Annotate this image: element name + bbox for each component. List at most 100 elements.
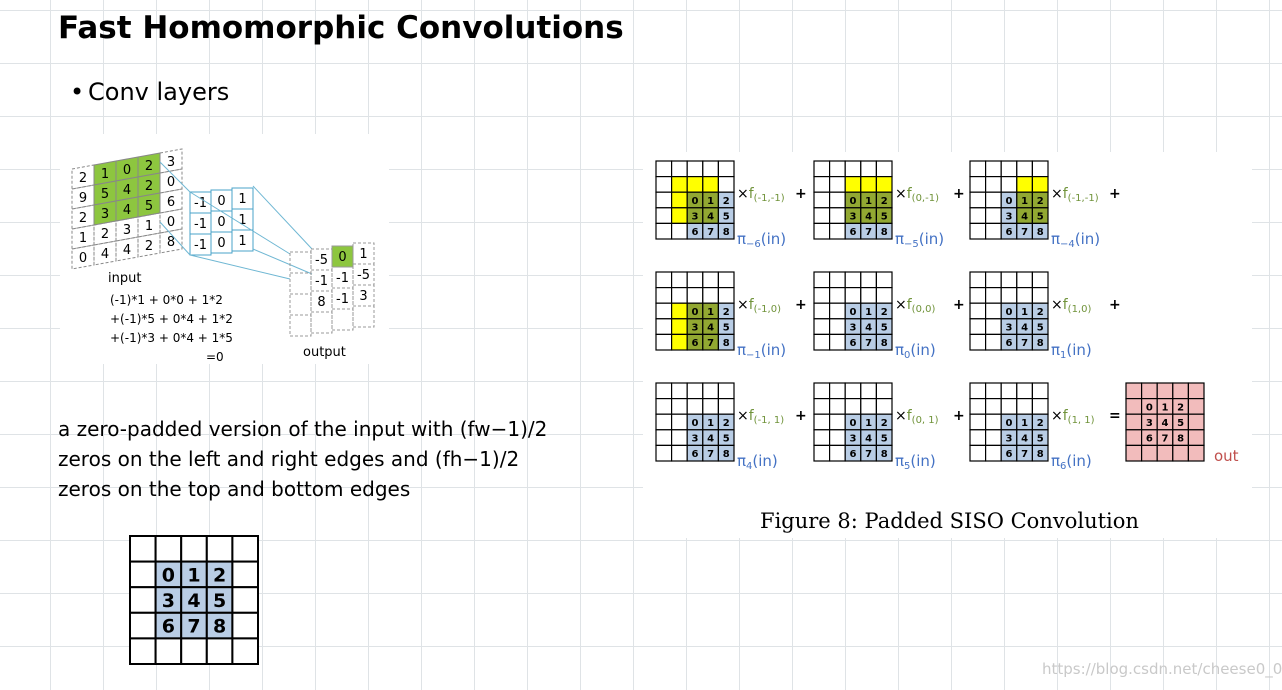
siso-digit: 8 (1037, 227, 1044, 238)
siso-pad-cell (671, 176, 688, 193)
siso-out-cell (1125, 398, 1143, 415)
siso-pad-cell (1016, 176, 1033, 193)
siso-digit: 1 (865, 307, 872, 318)
siso-data-cell (717, 222, 735, 240)
siso-pad-cell (813, 271, 831, 289)
siso-pad-cell (969, 318, 987, 336)
siso-digit: 1 (707, 196, 714, 207)
siso-pad-cell (969, 444, 987, 462)
operator-symbol: + (953, 408, 965, 424)
siso-pad-cell (655, 222, 673, 240)
siso-pad-cell (813, 413, 831, 431)
siso-pad-cell (985, 382, 1002, 400)
siso-pad-cell (813, 207, 831, 224)
filter-label: ×f(1,0) (1051, 297, 1091, 315)
siso-digit: 6 (850, 449, 857, 460)
siso-digit: 7 (707, 338, 714, 349)
input-value: 2 (79, 211, 87, 226)
siso-pad-cell (1000, 271, 1018, 289)
siso-pad-cell (717, 287, 735, 304)
siso-pad-cell (1000, 160, 1018, 178)
siso-digit: 4 (1021, 323, 1028, 334)
siso-digit: 8 (881, 449, 888, 460)
siso-pad-cell (655, 318, 673, 336)
filter-label: ×f(-1,-1) (1051, 186, 1099, 204)
input-value: 1 (145, 219, 153, 234)
output-cell (310, 311, 333, 334)
padded-grid-digit: 1 (187, 564, 200, 586)
siso-out-digit: 8 (1177, 434, 1184, 445)
siso-out-cell (1172, 382, 1189, 400)
formula-line: +(-1)*5 + 0*4 + 1*2 (110, 312, 233, 326)
siso-pad-cell (985, 271, 1002, 289)
siso-pad-cell (813, 398, 831, 415)
siso-pad-cell (1031, 382, 1049, 400)
padded-grid-digit: 0 (162, 564, 175, 586)
input-value: 5 (101, 187, 109, 202)
siso-out-cell (1125, 413, 1143, 431)
siso-pad-cell (985, 222, 1002, 240)
output-value: 8 (317, 295, 325, 310)
formula-line: (-1)*1 + 0*0 + 1*2 (110, 293, 223, 307)
siso-digit: 2 (723, 307, 730, 318)
bullet-conv-layers: •Conv layers (70, 78, 229, 106)
siso-pad-cell (1000, 287, 1018, 304)
siso-pad-cell (985, 302, 1002, 320)
input-value: 2 (145, 179, 153, 194)
output-cell (289, 314, 312, 337)
siso-pad-cell (985, 207, 1002, 224)
padded-grid-digit: 3 (162, 590, 175, 612)
siso-pad-cell (702, 382, 719, 400)
siso-pad-cell (813, 176, 831, 193)
siso-pad-cell (1016, 382, 1033, 400)
formula-line: +(-1)*3 + 0*4 + 1*5 (110, 331, 233, 345)
siso-digit: 5 (1037, 212, 1044, 223)
padded-grid-zero-cell (129, 535, 157, 563)
siso-digit: 6 (850, 227, 857, 238)
siso-out-digit: 5 (1177, 418, 1184, 429)
siso-pad-cell (1031, 160, 1049, 178)
input-value: 3 (101, 207, 109, 222)
input-value: 0 (79, 251, 87, 266)
output-value: -5 (315, 253, 328, 268)
input-value: 5 (145, 199, 153, 214)
siso-digit: 0 (850, 307, 857, 318)
kernel-value: 0 (217, 215, 225, 230)
siso-data-cell (1031, 333, 1049, 351)
siso-pad-cell (985, 444, 1002, 462)
siso-pad-cell (875, 287, 893, 304)
siso-pad-cell (860, 176, 878, 193)
operator-symbol: + (795, 408, 807, 424)
siso-pad-cell (1000, 382, 1018, 400)
siso-pad-cell (1031, 398, 1049, 415)
kernel-value: -1 (194, 196, 207, 211)
output-value: 3 (359, 289, 367, 304)
siso-pad-cell (829, 413, 846, 431)
out-label: out (1214, 447, 1239, 465)
siso-out-cell (1187, 382, 1205, 400)
siso-pad-cell (655, 429, 673, 446)
input-value: 2 (101, 227, 109, 242)
siso-data-cell (1031, 222, 1049, 240)
siso-digit: 8 (881, 338, 888, 349)
padded-grid-digit: 6 (162, 616, 175, 638)
siso-out-cell (1156, 444, 1174, 462)
input-value: 1 (101, 167, 109, 182)
siso-digit: 6 (850, 338, 857, 349)
siso-digit: 3 (1006, 434, 1013, 445)
siso-pad-cell (969, 287, 987, 304)
siso-pad-cell (671, 333, 688, 351)
siso-pad-cell (829, 444, 846, 462)
pi-label: π5(in) (895, 452, 936, 472)
siso-pad-cell (813, 222, 831, 240)
pi-label: π−4(in) (1051, 230, 1100, 250)
siso-digit: 4 (707, 212, 714, 223)
siso-pad-cell (717, 176, 735, 193)
input-value: 6 (167, 195, 175, 210)
siso-out-cell (1141, 382, 1158, 400)
siso-pad-cell (813, 444, 831, 462)
padded-grid-data-cell (154, 611, 183, 640)
siso-pad-cell (671, 444, 688, 462)
slide-title: Fast Homomorphic Convolutions (58, 10, 624, 46)
